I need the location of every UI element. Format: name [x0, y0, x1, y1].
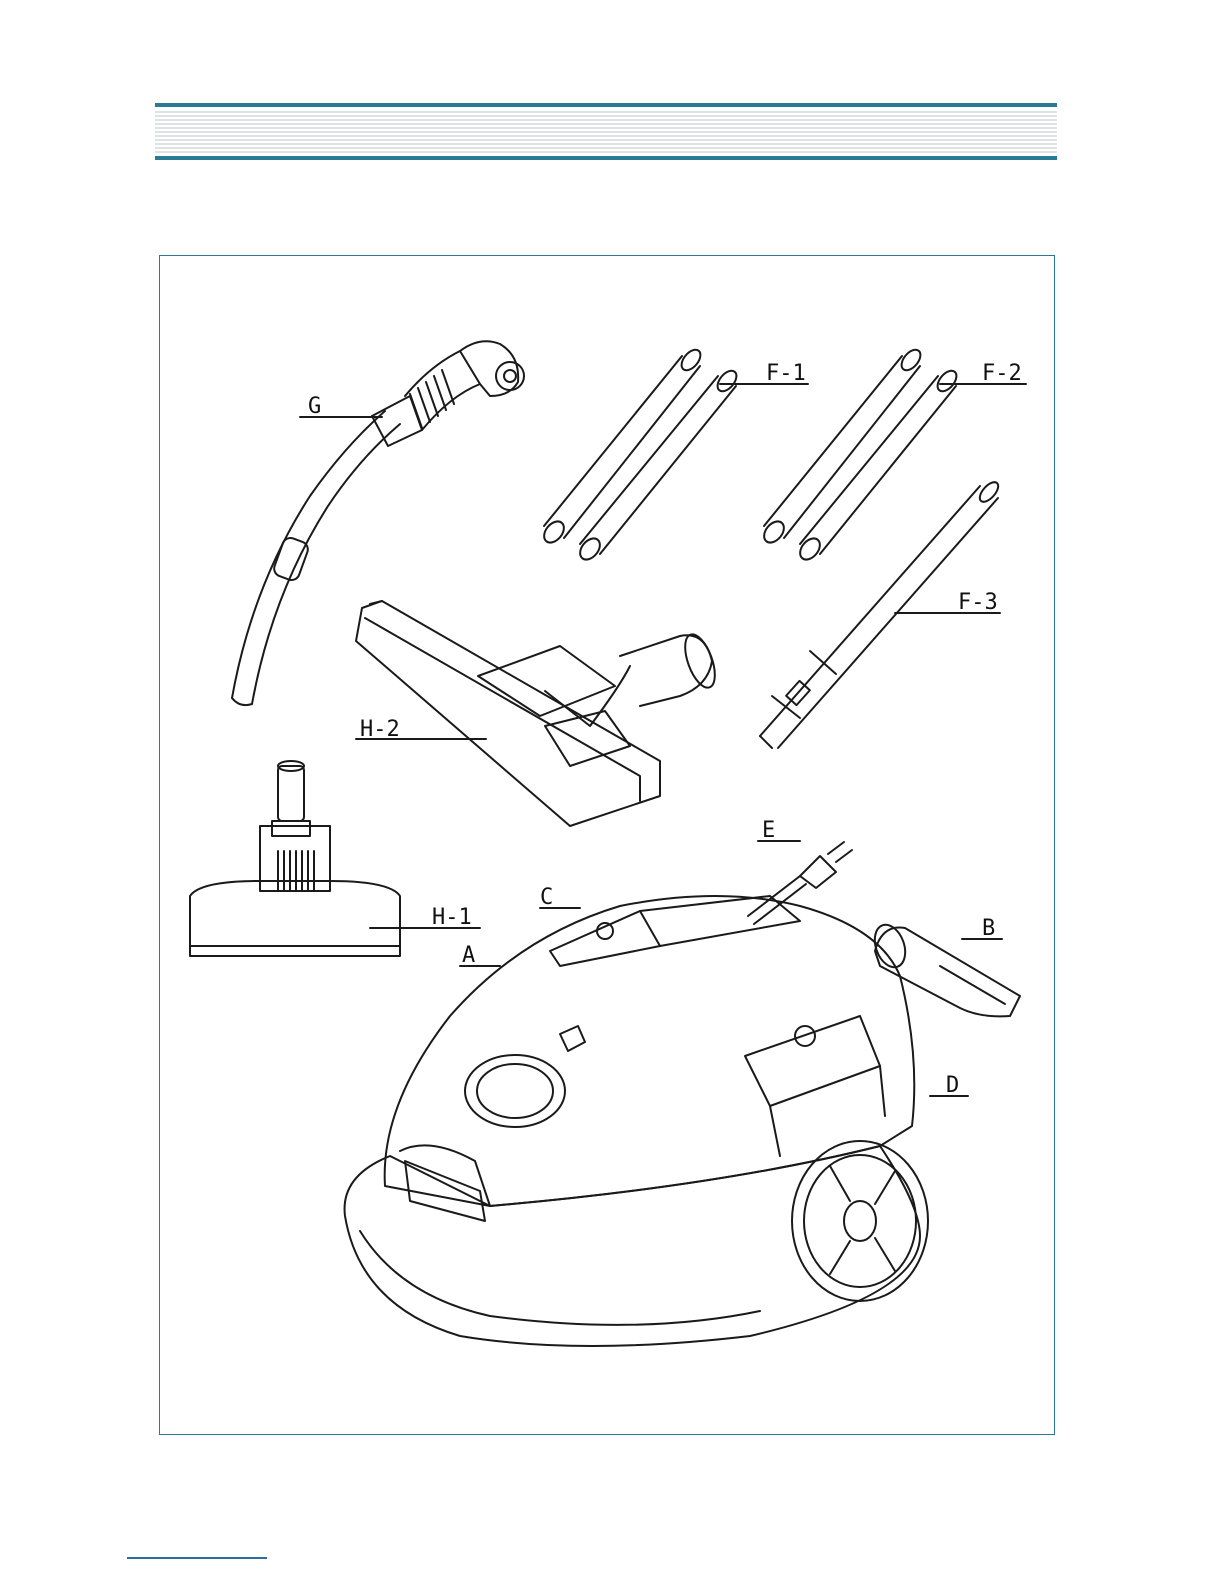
label-D: D: [946, 1073, 959, 1098]
power-plug-e-drawing: [748, 842, 852, 924]
parts-figure: G F-1 F-2 F-3 H-2 H-1 E C A B D: [159, 255, 1055, 1435]
label-H1: H-1: [432, 905, 472, 930]
tube-f1-drawing: [540, 346, 740, 563]
header-band: [155, 103, 1057, 161]
label-C: C: [540, 885, 553, 910]
label-E: E: [762, 818, 775, 843]
label-F1: F-1: [766, 361, 806, 386]
label-G: G: [308, 394, 321, 419]
crevice-nozzle-b-drawing: [869, 921, 1020, 1017]
label-A: A: [462, 943, 475, 968]
label-F2: F-2: [982, 361, 1022, 386]
label-F3: F-3: [958, 590, 998, 615]
parts-drawing: G F-1 F-2 F-3 H-2 H-1 E C A B D: [160, 256, 1056, 1436]
floor-nozzle-h2-drawing: [356, 601, 721, 826]
vacuum-body-drawing: [345, 896, 928, 1346]
label-B: B: [982, 916, 995, 941]
turbo-brush-h1-drawing: [190, 761, 400, 956]
hose-handle-drawing: [232, 341, 524, 705]
footer-rule: [127, 1557, 267, 1559]
label-H2: H-2: [360, 717, 400, 742]
